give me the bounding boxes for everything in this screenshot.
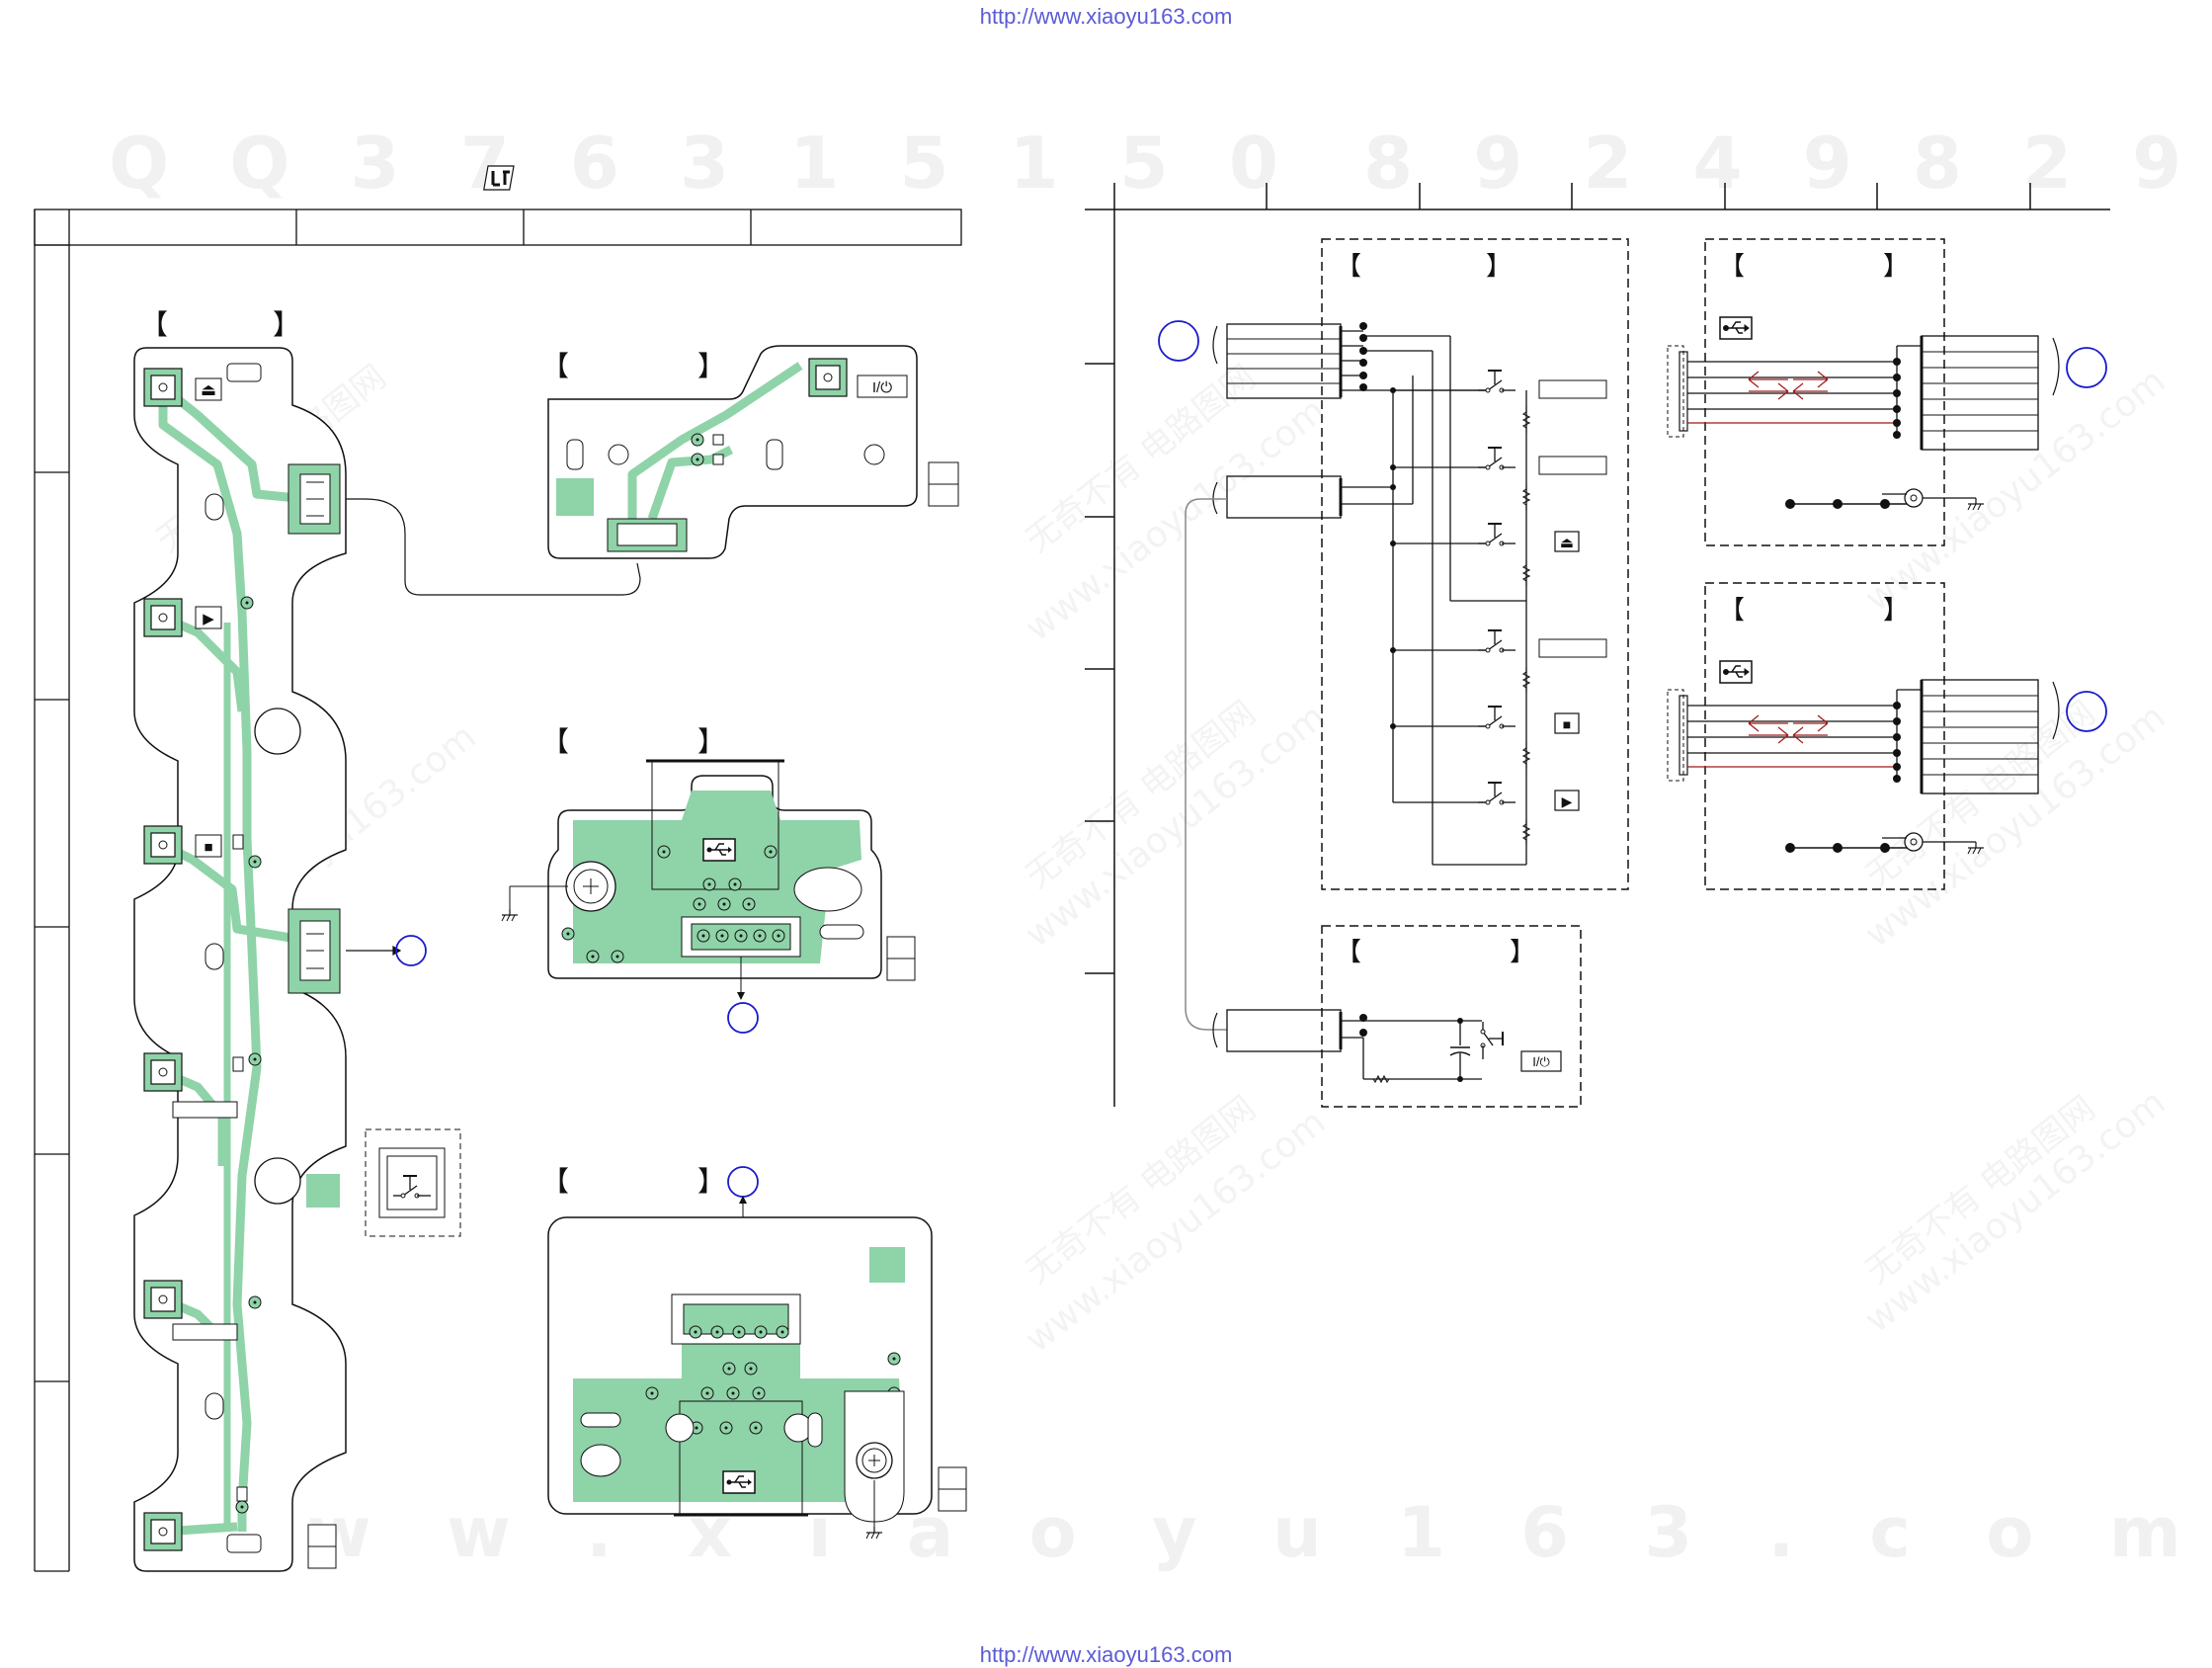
schematic-flex-wire — [1185, 498, 1227, 1031]
watermark-site-6: www.xiaoyu163.com — [1857, 1082, 2172, 1341]
svg-text:】: 】 — [697, 1166, 725, 1197]
svg-text:】: 】 — [1510, 937, 1535, 966]
schematic-frame — [1085, 183, 2110, 1107]
bracket-close-key: 】 — [273, 309, 300, 340]
flex-wire — [346, 498, 641, 596]
watermark-site-2: www.xiaoyu163.com — [1018, 697, 1333, 956]
svg-text:【: 【 — [1336, 937, 1361, 966]
svg-text:■: ■ — [1563, 716, 1571, 732]
usb-schematic-1: 【 】 — [1667, 238, 2107, 546]
usb-board-2-pcb: 【 】 — [541, 1166, 967, 1540]
url-bottom[interactable]: http://www.xiaoyu163.com — [979, 1642, 1233, 1667]
stop-icon: ■ — [195, 834, 222, 858]
play-key-icon: ▶ — [1554, 790, 1580, 811]
key-board-schematic: 【 】 — [1158, 238, 1629, 890]
svg-text:⏏: ⏏ — [1560, 535, 1574, 551]
svg-text:】: 】 — [697, 726, 725, 757]
key-board-pcb: 【 】 — [133, 309, 461, 1572]
svg-text:⏏: ⏏ — [201, 380, 216, 399]
usb-icon-2 — [722, 1470, 756, 1494]
svg-text:【: 【 — [1336, 251, 1361, 281]
stop-key-icon: ■ — [1554, 712, 1580, 734]
svg-text:I/⏻: I/⏻ — [872, 379, 892, 396]
svg-text:▶: ▶ — [1562, 793, 1573, 809]
bracket-open-key: 【 — [140, 309, 168, 340]
svg-text:【: 【 — [541, 1166, 569, 1197]
watermark-number: 8 9 2 4 9 8 2 9 9 — [1363, 122, 2212, 205]
svg-text:【: 【 — [1719, 251, 1745, 281]
eject-key-icon: ⏏ — [1554, 531, 1580, 552]
power-key-icon: I/⏻ — [1520, 1050, 1562, 1072]
svg-text:I/⏻: I/⏻ — [1532, 1054, 1550, 1069]
power-board-pcb: 【 】 I/⏻ — [541, 345, 959, 559]
svg-text:【: 【 — [1719, 595, 1745, 625]
power-schematic: 【 】 I/⏻ — [1212, 925, 1582, 1108]
eject-icon: ⏏ — [195, 377, 222, 401]
usb-schematic-2: 【 】 — [1667, 582, 2107, 890]
watermark-qq: Q Q 3 7 6 3 1 5 1 5 0 — [109, 122, 1296, 205]
svg-text:】: 】 — [697, 351, 725, 381]
link-arrow-key — [346, 935, 427, 966]
svg-text:】: 】 — [1883, 251, 1909, 281]
usb-icon-1 — [702, 838, 736, 862]
svg-text:▶: ▶ — [203, 611, 214, 627]
play-icon: ▶ — [195, 606, 222, 629]
svg-text:【: 【 — [541, 351, 569, 381]
power-symbol-icon: I/⏻ — [857, 375, 908, 398]
svg-text:】: 】 — [1486, 251, 1512, 281]
watermark-site-4: www.xiaoyu163.com — [1857, 697, 2172, 956]
svg-text:■: ■ — [204, 839, 212, 856]
left-frame — [34, 208, 962, 1572]
watermark-site: w w w . x i a o y u 1 6 3 . c o m — [168, 1492, 2207, 1573]
usb-board-pcb: 【 】 — [501, 726, 916, 1034]
svg-text:【: 【 — [541, 726, 569, 757]
url-top[interactable]: http://www.xiaoyu163.com — [979, 4, 1233, 29]
brand-logo-icon — [483, 165, 515, 191]
svg-text:】: 】 — [1883, 595, 1909, 625]
